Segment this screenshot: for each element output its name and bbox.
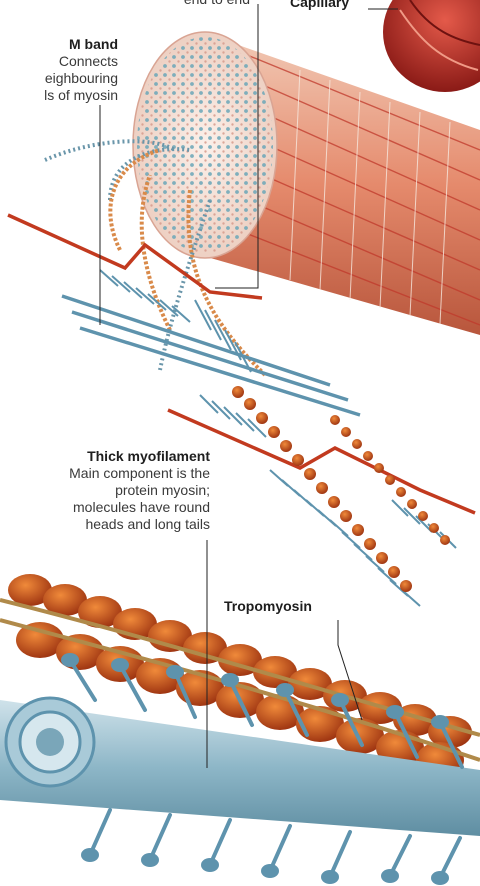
- thick-myofilament-desc-4: heads and long tails: [10, 516, 210, 533]
- thick-myofilament-desc-3: molecules have round: [10, 499, 210, 516]
- bottom-myofilament-assembly: [0, 574, 480, 885]
- tropomyosin-label: Tropomyosin: [224, 598, 312, 615]
- m-band-label: M band Connects eighbouring ls of myosin: [0, 36, 118, 104]
- capillary-illustration: [383, 0, 480, 92]
- thick-myofilament-label: Thick myofilament Main component is the …: [10, 448, 210, 533]
- capillary-label: Capillary: [290, 0, 349, 11]
- m-band-desc-3: ls of myosin: [0, 87, 118, 104]
- m-band-title: M band: [0, 36, 118, 53]
- thick-myofilament-desc-1: Main component is the: [10, 465, 210, 482]
- thick-filament-group: [62, 270, 456, 606]
- thick-myofilament-title: Thick myofilament: [10, 448, 210, 465]
- m-band-desc-1: Connects: [0, 53, 118, 70]
- m-band-desc-2: eighbouring: [0, 70, 118, 87]
- thick-myofilament-desc-2: protein myosin;: [10, 482, 210, 499]
- top-partial-label: end to end: [110, 0, 250, 8]
